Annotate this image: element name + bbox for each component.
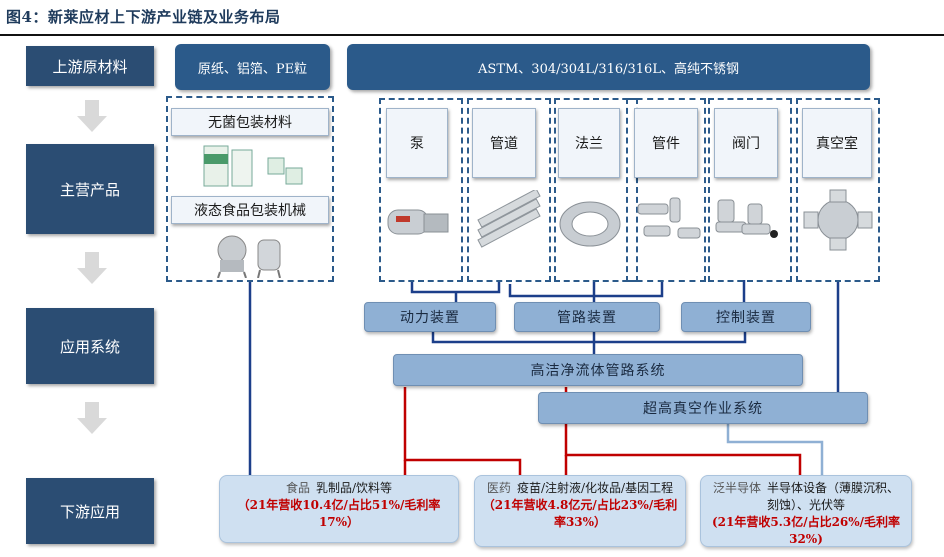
device-power: 动力装置: [364, 302, 496, 332]
pipe-image: [477, 190, 541, 248]
product-group-chamber: [796, 98, 880, 282]
food-desc: 乳制品/饮料等: [315, 481, 393, 495]
system-fluid: 高洁净流体管路系统: [393, 354, 803, 386]
machine-image: [217, 235, 281, 278]
product-flange-label: 法兰: [558, 108, 620, 178]
downstream-pharma: 医药疫苗/注射液/化妆品/基因工程 （21年营收4.8亿元/占比23%/毛利率3…: [474, 475, 686, 547]
fluid-to-food-pharma: [403, 387, 522, 475]
food-category: 食品: [285, 481, 310, 495]
product-group-valve: [708, 98, 792, 282]
product-group-flange: [554, 98, 638, 282]
pharma-category: 医药: [486, 481, 511, 495]
device-control: 控制装置: [681, 302, 811, 332]
product-valve-label: 阀门: [714, 108, 778, 178]
pump-image: [387, 209, 449, 235]
semi-desc: 半导体设备（薄膜沉积、刻蚀）、光伏等: [766, 481, 900, 512]
system-vacuum: 超高真空作业系统: [538, 392, 868, 424]
pharma-desc: 疫苗/注射液/化妆品/基因工程: [516, 481, 674, 495]
product-group-pipe: [467, 98, 551, 282]
semi-stats: (21年营收5.3亿/占比26%/毛利率32%): [711, 515, 901, 546]
carton-image: [203, 145, 303, 187]
packaging-machinery-label: 液态食品包装机械: [171, 196, 329, 224]
valve-image: [715, 199, 778, 238]
downstream-food: 食品乳制品/饮料等 （21年营收10.4亿/占比51%/毛利率17%）: [219, 475, 459, 543]
raw-material-steel: ASTM、304/304L/316/316L、高纯不锈钢: [347, 44, 870, 90]
stage-products: 主营产品: [26, 144, 154, 234]
vacuum-chamber-image: [803, 189, 873, 251]
food-stats: （21年营收10.4亿/占比51%/毛利率17%）: [237, 498, 441, 529]
stage-downstream: 下游应用: [26, 478, 154, 544]
product-pump-label: 泵: [386, 108, 448, 178]
product-pipe-label: 管道: [472, 108, 536, 178]
vacuum-to-semi: [726, 424, 824, 475]
flange-image: [559, 201, 621, 247]
stage-upstream: 上游原材料: [26, 46, 154, 86]
devices-bracket: [431, 332, 747, 344]
pharma-stats: （21年营收4.8亿元/占比23%/毛利率33%）: [482, 498, 678, 529]
title-rule: [0, 34, 944, 36]
device-pipeline: 管路装置: [514, 302, 660, 332]
raw-material-paper: 原纸、铝箔、PE粒: [175, 44, 330, 90]
product-fitting-label: 管件: [634, 108, 698, 178]
pipeline-bracket: [508, 280, 664, 298]
product-group-fitting: [626, 98, 706, 282]
packaging-material-label: 无菌包装材料: [171, 108, 329, 136]
packaging-group: [166, 96, 334, 282]
figure-title: 图4：新莱应材上下游产业链及业务布局: [6, 8, 281, 26]
product-group-pump: [379, 98, 463, 282]
product-chamber-label: 真空室: [802, 108, 872, 178]
fitting-image: [637, 197, 701, 239]
downstream-semi: 泛半导体半导体设备（薄膜沉积、刻蚀）、光伏等 (21年营收5.3亿/占比26%/…: [700, 475, 912, 547]
semi-category: 泛半导体: [712, 481, 761, 495]
stage-systems: 应用系统: [26, 308, 154, 384]
